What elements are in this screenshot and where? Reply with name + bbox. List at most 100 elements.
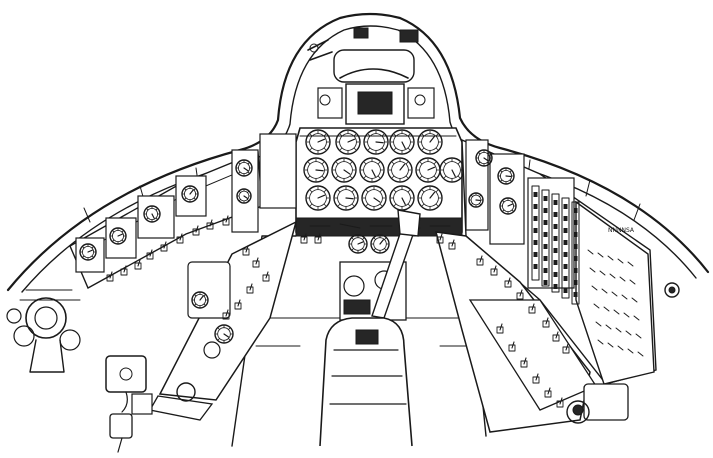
fuse-mark (603, 306, 610, 312)
fuse-mark (619, 276, 626, 282)
switch-lever (163, 241, 167, 249)
gauge-tick (321, 161, 325, 165)
fuse-mark (605, 324, 612, 330)
gauge-needle (379, 239, 384, 245)
instrument-gauge (236, 188, 252, 204)
switch-lever (237, 299, 241, 307)
toggle-switch (448, 239, 456, 250)
instrument-gauge (305, 185, 331, 211)
switch-base (146, 252, 154, 260)
strip-body (531, 185, 540, 281)
gauge-tick (309, 133, 313, 137)
gauge-tick (91, 246, 94, 249)
gauge-tick (391, 175, 395, 179)
gauge-tick (511, 209, 514, 212)
switch-lever (439, 233, 443, 241)
gauge-tick (407, 133, 411, 137)
gauge-tick (373, 237, 376, 240)
fuse-mark (629, 279, 636, 285)
gauge-tick (407, 147, 411, 151)
gauge-needle (347, 138, 356, 143)
gauge-needle (507, 203, 514, 207)
gauge-tick (363, 161, 367, 165)
oxygen-regulator-assembly (6, 289, 81, 373)
instrument-gauge (79, 243, 97, 261)
gauge-tick (435, 189, 439, 193)
gauge-tick (349, 161, 353, 165)
gauge-tick (146, 208, 149, 211)
strip-switch (543, 256, 548, 261)
gauge-tick (247, 191, 249, 193)
gauge-tick (435, 203, 439, 207)
toggle-switch (146, 249, 154, 260)
switch-lever (507, 277, 511, 285)
toggle-switch (176, 233, 184, 244)
gauge-tick (247, 199, 249, 201)
main-instrument-panel (295, 127, 463, 237)
gauge-tick (421, 203, 425, 207)
gauge-needle (317, 194, 326, 199)
switch-base (496, 326, 504, 334)
switch-base (262, 274, 270, 282)
gauge-tick (307, 161, 311, 165)
switch-lever (451, 239, 455, 247)
toggle-switch (542, 317, 550, 328)
switch-lever (195, 225, 199, 233)
gauge-tick (421, 189, 425, 193)
switch-base (552, 334, 560, 342)
toggle-switch (252, 257, 260, 268)
fuse-mark (631, 297, 638, 303)
strip-switch (543, 220, 548, 225)
gauge-tick (323, 133, 327, 137)
fuse-mark (625, 330, 632, 336)
strip-switch (553, 224, 558, 229)
switch-base (562, 346, 570, 354)
gauge-needle (371, 169, 376, 178)
mask-connector-box (105, 355, 153, 453)
switch-lever (535, 373, 539, 381)
gauge-bezel (389, 129, 415, 155)
gauge-tick (351, 248, 354, 251)
gauge-tick (146, 217, 149, 220)
fuse-mark (615, 327, 622, 333)
gauge-tick (487, 152, 490, 155)
switch-base (448, 242, 456, 250)
strip-body (561, 197, 570, 299)
toggle-switch (234, 299, 242, 310)
gauge-tick (184, 188, 187, 191)
toggle-switch (504, 277, 512, 288)
switch-base (246, 286, 254, 294)
gauge-tick (365, 203, 369, 207)
gauge-bezel (335, 129, 361, 155)
right-console-switch-strips (531, 185, 644, 357)
switch-lever (493, 265, 497, 273)
gauge-needle (399, 163, 406, 171)
gauge-tick (421, 147, 425, 151)
strip-switch (533, 264, 538, 269)
switch-base (206, 222, 214, 230)
right-console-label: NNNNSA (608, 227, 635, 234)
gauge-tick (349, 175, 353, 179)
gauge-tick (419, 161, 423, 165)
gauge-tick (112, 230, 115, 233)
gauge-tick (193, 188, 196, 191)
gauge-tick (443, 175, 447, 179)
strip-switch (573, 220, 578, 225)
strip-switch (553, 260, 558, 265)
strip-switch (553, 200, 558, 205)
fuse-mark (633, 315, 640, 321)
switch-lever (209, 219, 213, 227)
toggle-switch (532, 373, 540, 384)
gauge-tick (457, 175, 461, 179)
switch-base (314, 236, 322, 244)
gauge-tick (309, 189, 313, 193)
gauge-tick (509, 170, 512, 173)
gauge-bezel (305, 185, 331, 211)
instrument-gauge (331, 157, 357, 183)
instrument-gauge (335, 129, 361, 155)
gauge-needle (343, 169, 351, 175)
gauge-bezel (497, 167, 515, 185)
gauge-tick (407, 203, 411, 207)
gauge-needle (429, 135, 436, 143)
